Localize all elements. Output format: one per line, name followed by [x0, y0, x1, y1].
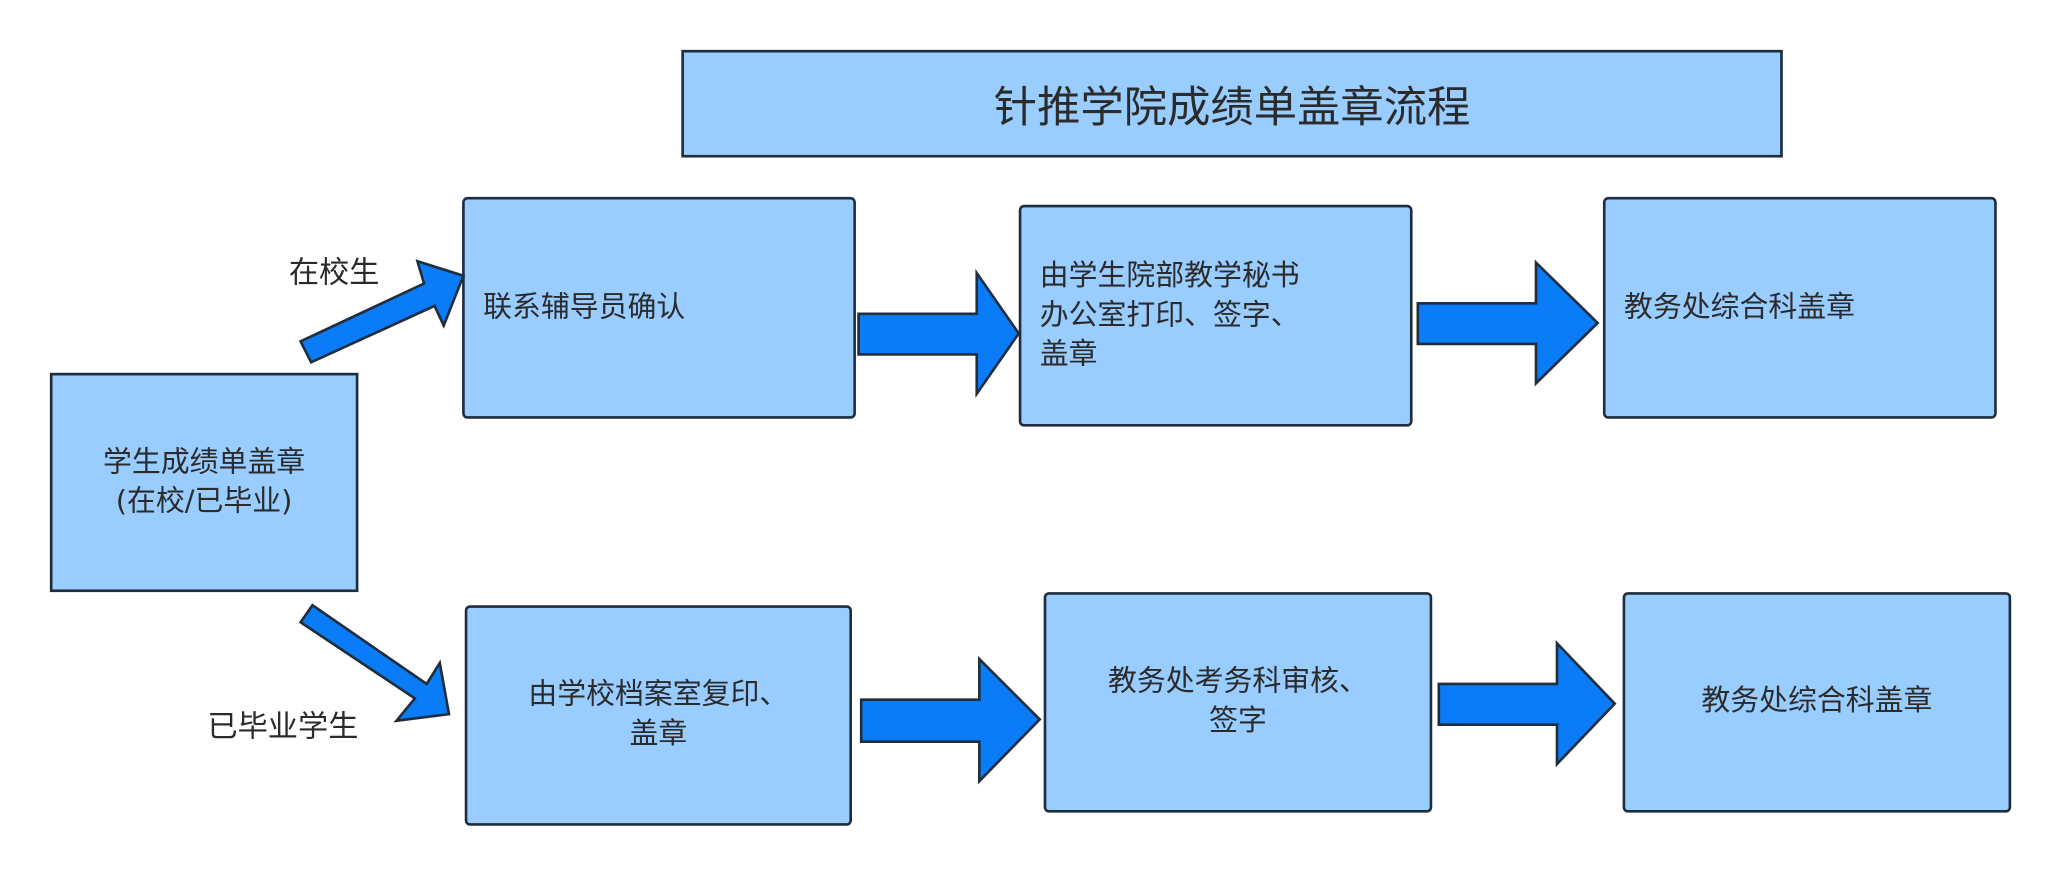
start-line-2: (在校/已毕业): [115, 485, 293, 518]
branch-label-graduated: 已毕业学生: [207, 710, 359, 745]
step-general-office-stamp-bottom: 教务处综合科盖章: [1622, 592, 2012, 813]
diagram-title: 针推学院成绩单盖章流程: [681, 49, 1783, 158]
step-text: 盖章: [629, 718, 688, 751]
arrow-right-icon: [859, 655, 1042, 785]
step-text: 由学校档案室复印、: [528, 678, 789, 712]
step-secretary-print: 由学生院部教学秘书办公室打印、签字、盖章: [1018, 204, 1413, 427]
step-contact-counselor: 联系辅导员确认: [462, 196, 856, 419]
start-line-1: 学生成绩单盖章: [103, 445, 306, 479]
step-text: 教务处综合科盖章: [1701, 685, 1933, 719]
arrow-right-icon: [1437, 640, 1617, 768]
arrow-right-icon: [1416, 259, 1600, 387]
step-text: 盖章: [1039, 338, 1098, 371]
step-text: 办公室打印、签字、: [1039, 298, 1300, 332]
step-text: 签字: [1209, 704, 1267, 738]
branch-label-current: 在校生: [288, 255, 380, 291]
arrow-to-graduated-icon: [298, 603, 451, 723]
start-node: 学生成绩单盖章 (在校/已毕业): [49, 372, 359, 593]
arrow-right-icon: [857, 268, 1021, 399]
arrow-to-current-icon: [298, 259, 466, 365]
step-text: 教务处考务科审核、: [1107, 665, 1368, 699]
step-text: 联系辅导员确认: [483, 290, 686, 324]
step-general-office-stamp-top: 教务处综合科盖章: [1602, 196, 1997, 419]
step-exam-office-review: 教务处考务科审核、签字: [1043, 592, 1433, 813]
step-archive-copy: 由学校档案室复印、盖章: [464, 605, 853, 826]
step-text: 由学生院部教学秘书: [1039, 259, 1300, 293]
step-text: 教务处综合科盖章: [1623, 290, 1856, 324]
